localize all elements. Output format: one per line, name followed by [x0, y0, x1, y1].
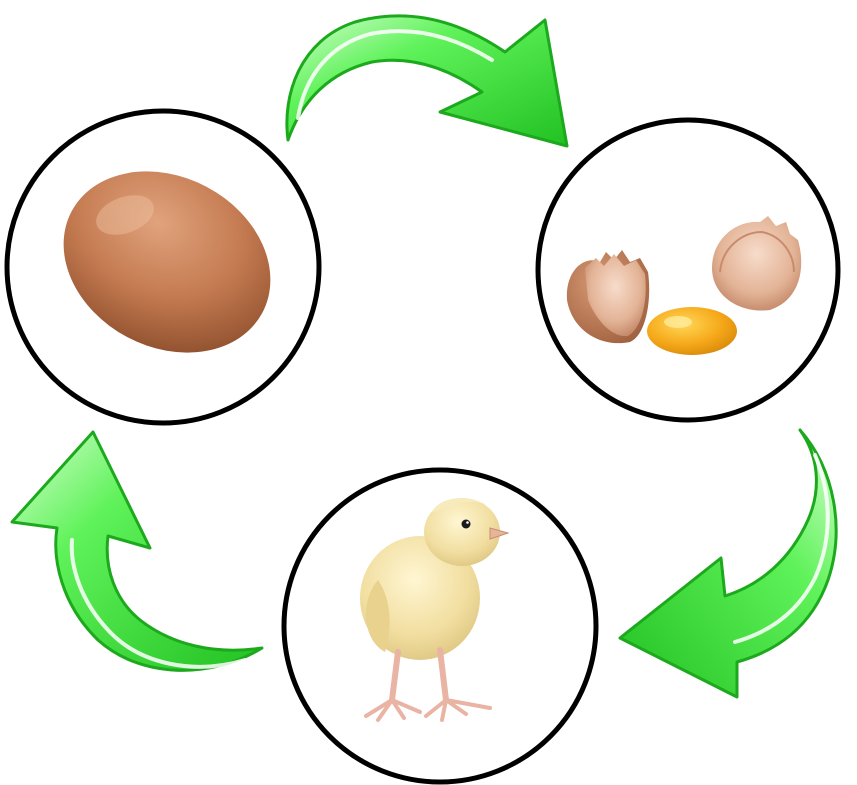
stage-cracked-egg	[538, 120, 838, 420]
arrow-cracked-to-chick-icon	[620, 430, 836, 697]
stage-egg	[7, 111, 319, 423]
arrow-egg-to-cracked-icon	[287, 16, 567, 146]
stage-chick	[284, 470, 596, 782]
arrow-chick-to-egg-icon	[12, 432, 262, 670]
